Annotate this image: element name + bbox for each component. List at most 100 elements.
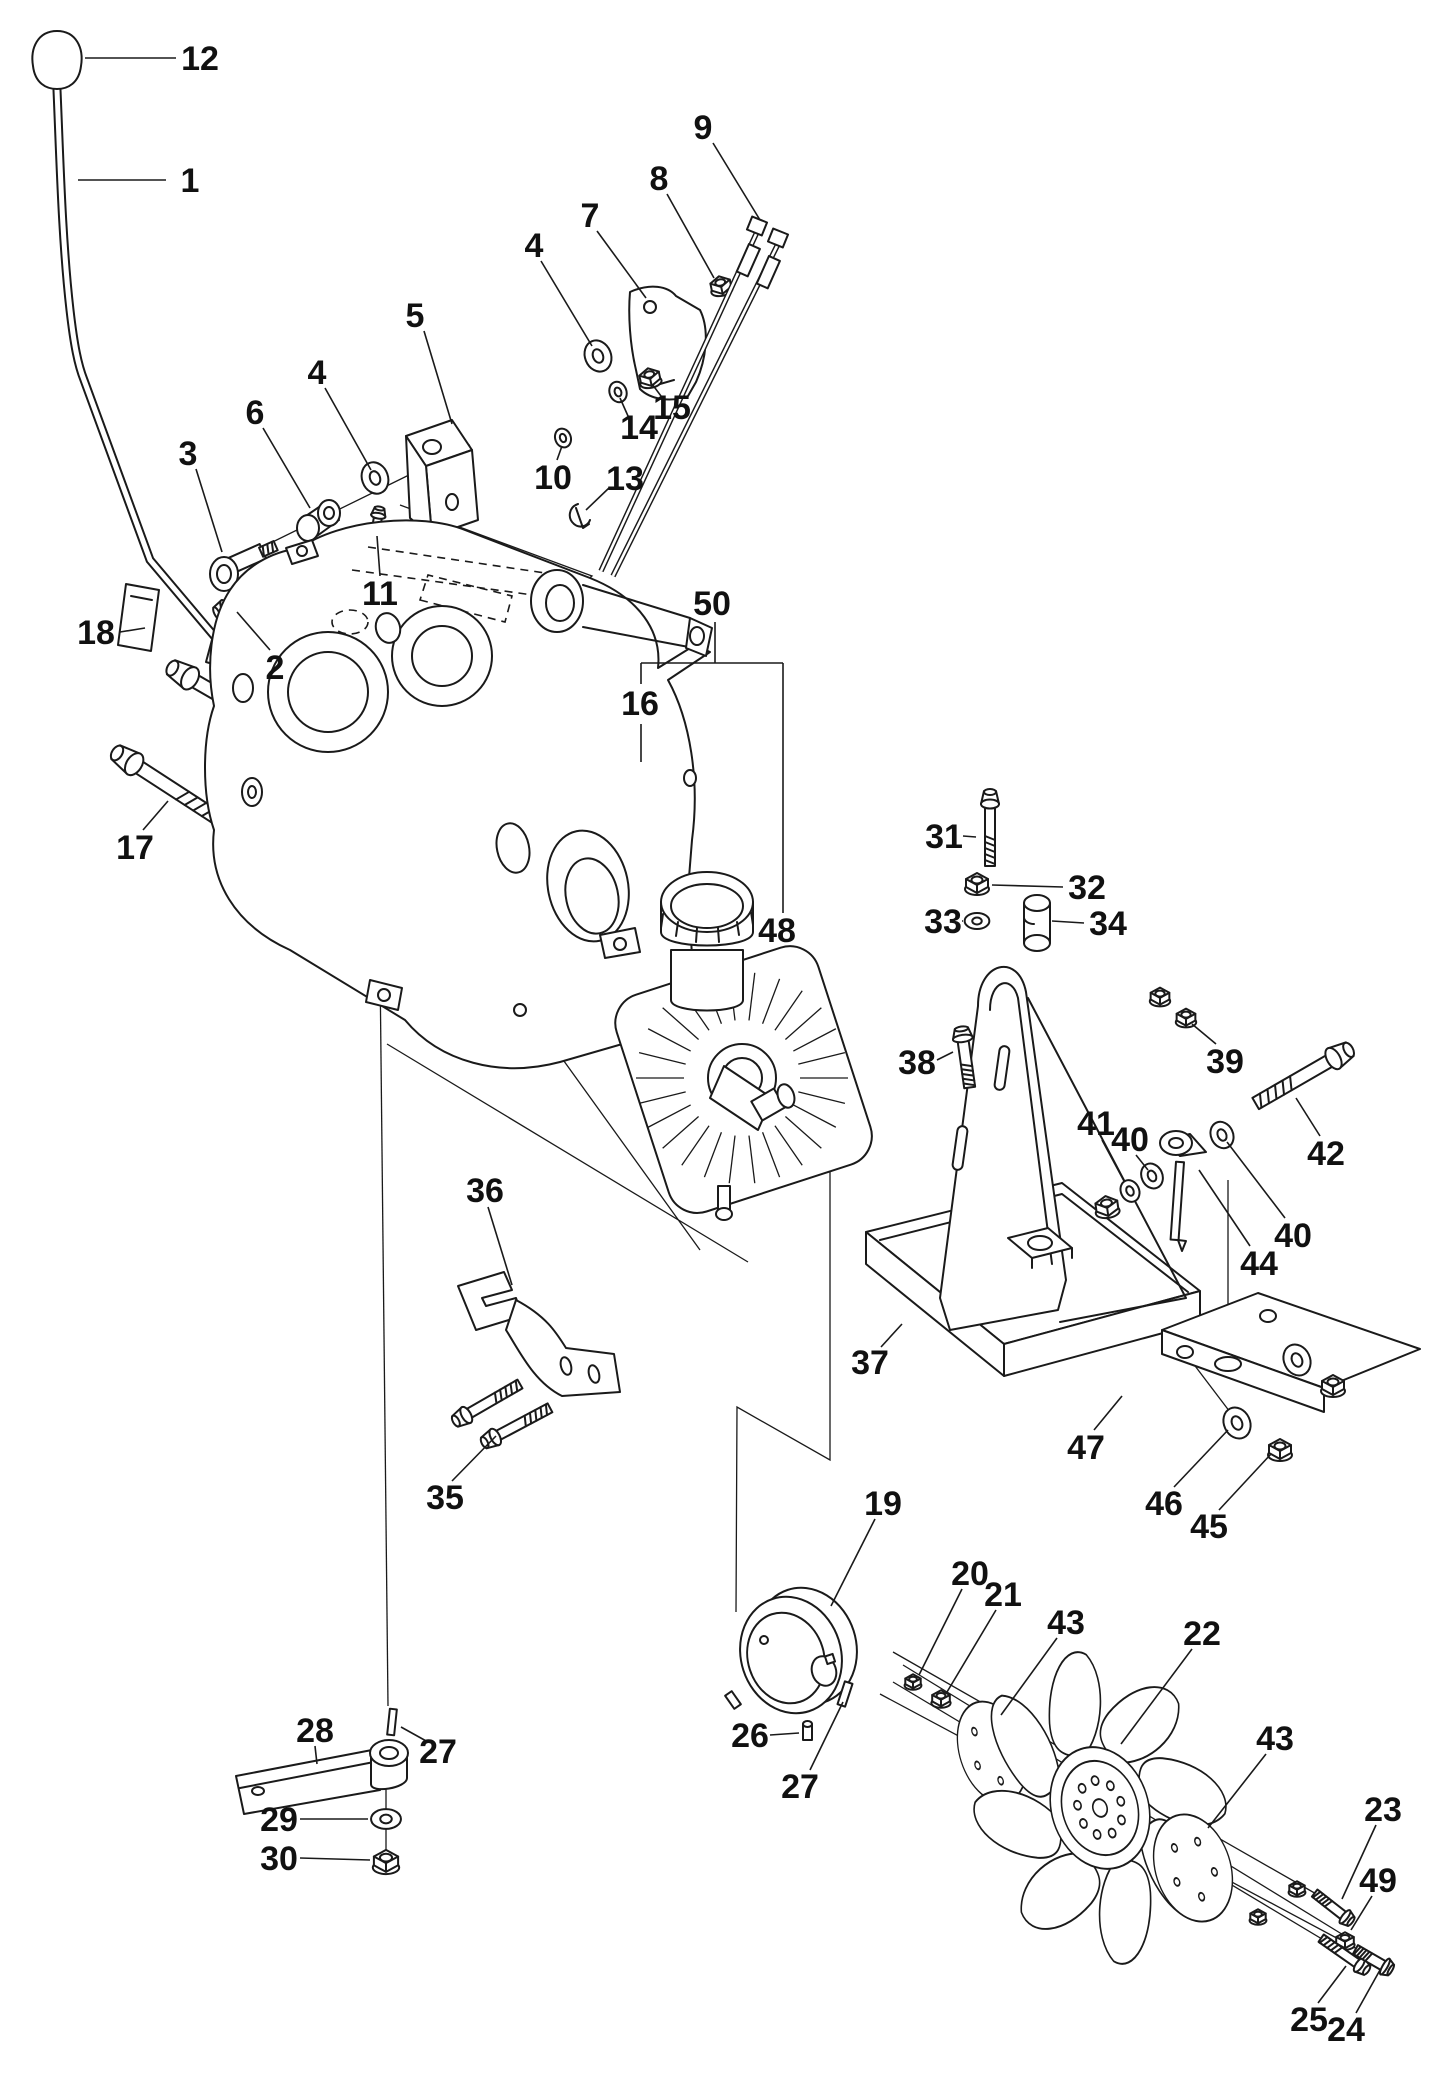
callout-label-30: 30 [260,1840,298,1878]
callout-label-18: 18 [77,614,115,652]
callout-label-31: 31 [925,818,963,856]
callout-label-23: 23 [1364,1791,1402,1829]
callout-label-42: 42 [1307,1135,1345,1173]
set-screw-26 [802,1720,813,1741]
washer [1136,1159,1168,1193]
leader-line [262,427,311,509]
gear-case [204,519,713,1070]
leader-line [1120,1648,1193,1745]
bolt-long [1248,1036,1360,1116]
gusset-plate [1027,997,1187,1323]
bolt [1308,1885,1359,1930]
engine-mount-base [865,965,1201,1377]
leader-line [918,1588,963,1676]
leader-line [936,1051,954,1061]
nut [1267,1438,1293,1462]
spacer-34 [1023,894,1051,952]
upper-linkage [104,215,790,834]
leader-line [1295,1097,1321,1137]
callout-label-41: 41 [1077,1105,1115,1143]
callout-label-13: 13 [606,460,644,498]
leader-line [809,1701,844,1771]
callout-label-16: 16 [621,685,659,723]
callout-label-36: 36 [466,1172,504,1210]
callout-label-49: 49 [1359,1862,1397,1900]
leader-line [1350,1895,1373,1931]
leader-line [487,1206,513,1286]
leader-line [962,835,977,838]
callout-label-43: 43 [1256,1720,1294,1758]
leader-line [314,1745,318,1765]
callout-label-20: 20 [951,1555,989,1593]
leader-line [142,800,169,831]
callout-label-29: 29 [260,1801,298,1839]
leader-line [1218,1453,1272,1511]
callout-label-2: 2 [266,649,285,687]
leader-line [119,627,146,633]
assembly-bracket-50 [640,622,784,913]
lock-washer [1116,1176,1144,1206]
callout-label-44: 44 [1240,1245,1278,1283]
bolt [980,788,1000,867]
callout-label-11: 11 [362,575,398,613]
callout-label-21: 21 [984,1576,1022,1614]
callout-label-35: 35 [426,1479,464,1517]
callout-label-14: 14 [620,409,658,447]
callout-label-33: 33 [924,903,962,941]
shift-knob [31,30,83,90]
shaft-disc [1152,1813,1234,1923]
strap-bracket [447,1271,621,1453]
callout-label-4: 4 [525,227,544,265]
washer-small [551,425,575,451]
callout-label-32: 32 [1068,869,1106,907]
callout-label-48: 48 [758,912,796,950]
nut [371,1848,401,1876]
washer [369,1807,403,1831]
washer [578,335,618,377]
callout-label-12: 12 [181,40,219,78]
callout-label-40: 40 [1274,1217,1312,1255]
nut [903,1673,923,1691]
callout-label-7: 7 [581,197,600,235]
clevis-bracket [405,419,479,537]
washer [356,457,394,499]
callout-label-5: 5 [406,297,425,335]
leader-line [1093,1395,1123,1431]
callout-label-17: 17 [116,829,154,867]
control-arm [235,1707,409,1876]
callout-label-38: 38 [898,1044,936,1082]
leader-line [1341,1824,1377,1900]
hydro-pump [614,871,873,1221]
callout-label-43: 43 [1047,1604,1085,1642]
leader-line [195,468,223,553]
leader-line [1207,1753,1267,1829]
callout-label-26: 26 [731,1717,769,1755]
nut [1287,1880,1307,1898]
leader-line [712,142,761,221]
nut [1248,1908,1268,1926]
oil-reservoir [660,871,754,1012]
callout-label-47: 47 [1067,1429,1105,1467]
callout-label-37: 37 [851,1344,889,1382]
spacer-44 [1159,1130,1207,1252]
retainer-clip [568,503,591,529]
callout-label-19: 19 [864,1485,902,1523]
callout-label-9: 9 [694,109,713,147]
callout-label-24: 24 [1327,2011,1365,2049]
leader-line [299,1857,371,1861]
leader-line [376,535,381,577]
leader-line [1000,1637,1058,1716]
leader-line [1226,1141,1286,1219]
key [386,1707,398,1737]
callout-label-15: 15 [653,389,691,427]
leader-line [830,1518,876,1607]
leader-line [556,445,563,461]
output-shaft [709,1065,773,1131]
washer [1217,1402,1257,1444]
leader-line [540,260,593,347]
callout-label-3: 3 [179,435,198,473]
anchor-plate [117,583,160,652]
leader-line [585,486,611,511]
